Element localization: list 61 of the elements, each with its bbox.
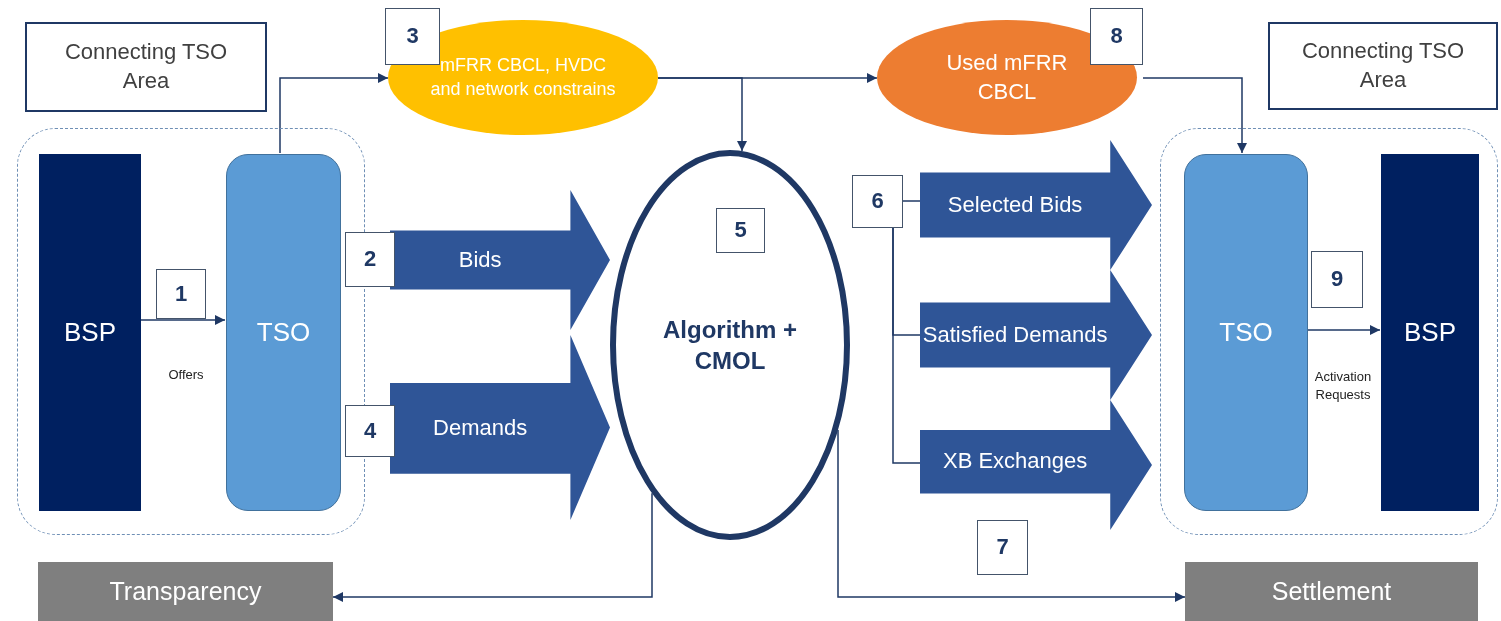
node-label: Bids (458, 245, 502, 274)
number-box (345, 232, 395, 287)
node-label: 6 (871, 187, 884, 216)
tso-rounded-box (1184, 154, 1308, 511)
node-label: 1 (174, 279, 188, 308)
node-label: Settlement (1271, 576, 1392, 608)
node-label: mFRR CBCL, HVDC and network constrains (429, 54, 617, 101)
pointed-banner (920, 400, 1152, 530)
pointed-banner (390, 335, 610, 520)
arrow (837, 429, 1186, 602)
pointed-banner (390, 190, 610, 330)
node-label: BSP (1404, 315, 1456, 349)
arrow (279, 73, 389, 154)
number-box (716, 208, 765, 253)
output-box (38, 562, 333, 621)
ellipse-node (877, 20, 1137, 135)
number-box (977, 520, 1028, 575)
node-label: Transparency (109, 576, 262, 608)
number-box (852, 175, 903, 228)
arrow (657, 73, 878, 83)
arrow (1142, 77, 1247, 154)
node-label: Used mFRR CBCL (945, 48, 1069, 106)
output-box (1185, 562, 1478, 621)
node-label: 2 (363, 245, 377, 274)
number-box (1090, 8, 1143, 65)
bsp-bar (1381, 154, 1479, 511)
area-label-box (1268, 22, 1498, 110)
arrow (332, 492, 653, 602)
node-label: 8 (1110, 22, 1123, 51)
node-label: 4 (363, 416, 377, 445)
node-label: BSP (64, 315, 116, 349)
number-box (385, 8, 440, 65)
pointed-banner (920, 140, 1152, 270)
arrow (139, 315, 226, 325)
node-label: 3 (406, 22, 419, 51)
number-box (1311, 251, 1363, 308)
node-label: TSO (256, 315, 311, 349)
node-label: 9 (1330, 265, 1344, 294)
node-label: Connecting TSO Area (1300, 37, 1466, 94)
arrow (1306, 325, 1381, 335)
connector-line (892, 227, 921, 464)
number-box (156, 269, 206, 319)
tso-rounded-box (226, 154, 341, 511)
connector-line (902, 200, 921, 202)
node-label: TSO (1219, 315, 1273, 349)
bsp-bar (39, 154, 141, 511)
node-label: Demands (433, 414, 528, 443)
node-label: Algorithm + CMOL (662, 314, 798, 376)
node-label: 7 (996, 533, 1009, 562)
number-box (345, 405, 395, 457)
node-label: XB Exchanges (942, 447, 1088, 476)
area-label-box (25, 22, 267, 112)
node-label: 5 (734, 216, 747, 245)
algorithm-circle (610, 150, 850, 540)
node-label: Selected Bids (947, 190, 1083, 219)
ellipse-node (388, 20, 658, 135)
pointed-banner (920, 270, 1152, 400)
node-label: Satisfied Demands (922, 320, 1108, 349)
dashed-group (1160, 128, 1498, 535)
node-label: Connecting TSO Area (63, 38, 229, 95)
dashed-group (17, 128, 365, 535)
